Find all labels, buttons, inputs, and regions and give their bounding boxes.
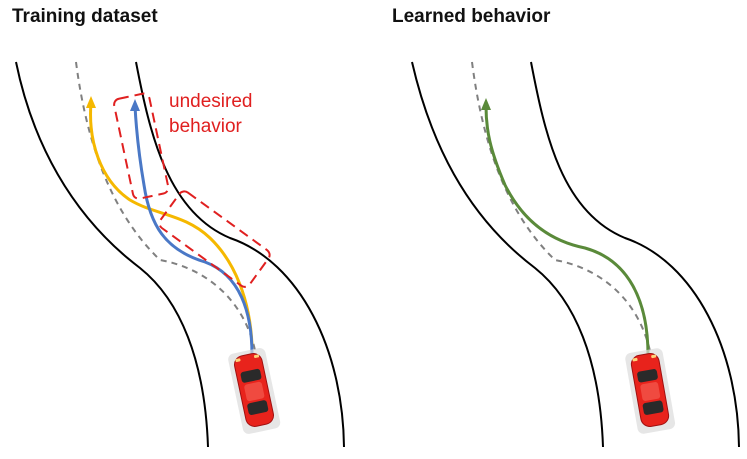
left-car-icon xyxy=(226,346,282,436)
undesired-behavior-boxes: undesired behavior xyxy=(113,91,271,288)
right-road-outer-edge xyxy=(411,61,604,448)
left-road-inner-edge xyxy=(135,61,345,448)
yellow-arrow-head-icon xyxy=(86,96,96,108)
right-center-dashed-line xyxy=(471,61,653,362)
green-trajectory xyxy=(484,105,650,356)
right-trajectories xyxy=(481,98,650,356)
undesired-box-lower xyxy=(158,190,271,288)
blue-trajectory xyxy=(133,105,254,356)
left-center-dashed-line xyxy=(75,61,258,362)
undesired-label-line1: undesired xyxy=(169,91,252,112)
left-road xyxy=(15,61,345,448)
right-car-icon xyxy=(623,346,677,436)
panel-title-learned-behavior: Learned behavior xyxy=(392,6,551,27)
undesired-label-line2: behavior xyxy=(169,116,243,137)
right-road-inner-edge xyxy=(530,61,740,448)
yellow-trajectory xyxy=(89,102,254,346)
right-road xyxy=(411,61,740,448)
blue-arrow-head-icon xyxy=(130,99,140,111)
left-road-outer-edge xyxy=(15,61,209,448)
panel-title-training-dataset: Training dataset xyxy=(12,6,158,27)
green-arrow-head-icon xyxy=(481,98,491,110)
undesired-box-upper xyxy=(113,92,170,200)
